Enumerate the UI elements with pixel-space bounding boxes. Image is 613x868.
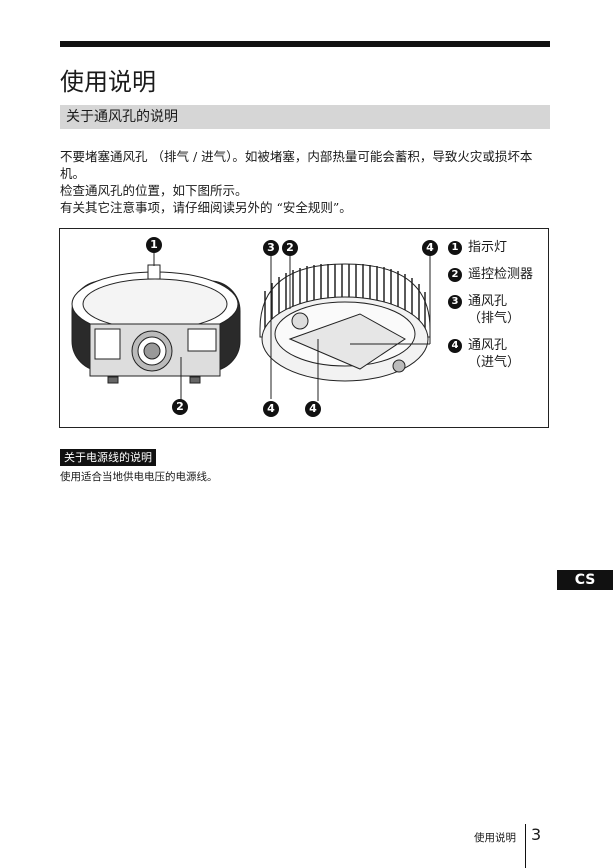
- paragraph-safety: 有关其它注意事项，请仔细阅读另外的 “安全规则”。: [60, 200, 352, 215]
- figure-legend: 1 指示灯 2 遥控检测器 3 通风孔 （排气） 4 通风孔 （进气）: [448, 239, 533, 381]
- callout-4-back-bottom-right: 4: [305, 401, 321, 417]
- legend-label: 指示灯: [468, 240, 508, 255]
- legend-item-intake-vent: 4 通风孔 （进气）: [448, 337, 533, 371]
- body-text: 不要堵塞通风孔 （排气 / 进气）。如被堵塞，内部热量可能会蓄积，导致火灾或损坏…: [60, 148, 552, 216]
- page-title: 使用说明: [60, 68, 156, 97]
- legend-label: 通风孔 （排气）: [468, 294, 521, 326]
- page-number: 3: [531, 825, 542, 844]
- legend-item-indicator: 1 指示灯: [448, 239, 533, 256]
- title-rule: [60, 41, 550, 47]
- legend-number: 4: [448, 339, 462, 353]
- paragraph-check: 检查通风孔的位置，如下图所示。: [60, 183, 248, 198]
- footer-label: 使用说明: [474, 832, 516, 844]
- legend-number: 1: [448, 241, 462, 255]
- projector-back-view: [259, 251, 431, 401]
- subsection-text: 使用适合当地供电电压的电源线。: [60, 471, 218, 483]
- legend-label: 遥控检测器: [468, 267, 534, 282]
- callout-3-back: 3: [263, 240, 279, 256]
- projector-illustration: [71, 251, 431, 401]
- subsection-title: 关于电源线的说明: [60, 449, 156, 466]
- ventilation-figure: 1 2 3 2 4 4 4 1 指示灯 2 遥控检测器 3 通风孔 （排气） 4…: [59, 228, 549, 428]
- footer-divider: [525, 824, 526, 868]
- paragraph-warning: 不要堵塞通风孔 （排气 / 进气）。如被堵塞，内部热量可能会蓄积，导致火灾或损坏…: [60, 149, 533, 181]
- callout-4-back-bottom-left: 4: [263, 401, 279, 417]
- legend-number: 3: [448, 295, 462, 309]
- legend-item-exhaust-vent: 3 通风孔 （排气）: [448, 293, 533, 327]
- legend-item-remote-sensor: 2 遥控检测器: [448, 266, 533, 283]
- callout-4-back-right: 4: [422, 240, 438, 256]
- callout-2-back: 2: [282, 240, 298, 256]
- legend-number: 2: [448, 268, 462, 282]
- section-header: 关于通风孔的说明: [60, 105, 550, 129]
- projector-front-view: [71, 251, 241, 401]
- callout-2-front: 2: [172, 399, 188, 415]
- section-title: 关于通风孔的说明: [66, 109, 178, 125]
- language-tab: CS: [557, 570, 613, 590]
- callout-1-front: 1: [146, 237, 162, 253]
- legend-label: 通风孔 （进气）: [468, 338, 521, 370]
